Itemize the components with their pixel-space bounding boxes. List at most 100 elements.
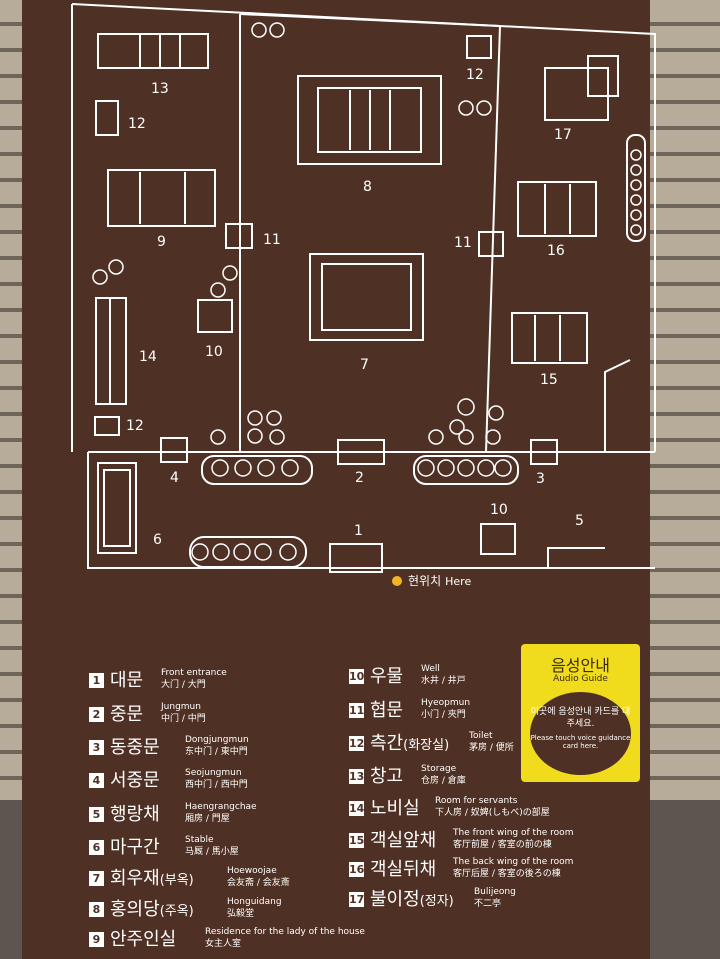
- legend-chinese: 不二亭: [474, 899, 502, 909]
- side-corridor: [604, 359, 631, 452]
- map-label-12c: 12: [466, 67, 484, 83]
- legend-number: 14: [349, 801, 365, 816]
- legend-korean: 측간: [370, 733, 404, 754]
- map-label-14: 14: [139, 349, 157, 365]
- legend-english: Hoewoojae: [227, 866, 277, 876]
- here-label-en: Here: [445, 575, 472, 588]
- legend-korean: 동중문: [110, 737, 160, 758]
- legend-number: 3: [89, 740, 104, 755]
- gate-11-left: [225, 223, 253, 249]
- well-10-outline: [197, 299, 233, 333]
- well-10b-outline: [480, 523, 516, 555]
- legend-korean: 안주인실: [110, 929, 177, 950]
- audio-guide-touch-area[interactable]: 이곳에 음성안내 카드를 대 주세요. Please touch voice g…: [530, 692, 631, 775]
- legend-korean: 불이정: [370, 889, 420, 910]
- legend-korean: 중문: [110, 704, 144, 725]
- map-label-2: 2: [355, 470, 364, 486]
- legend-korean: 협문: [370, 700, 404, 721]
- planter-front: [189, 536, 307, 568]
- legend-korean-paren: (주옥): [159, 904, 194, 919]
- legend-chinese: 仓房 / 倉庫: [421, 776, 466, 786]
- legend-chinese: 水井 / 井戸: [421, 676, 466, 686]
- legend-number: 8: [89, 902, 104, 917]
- legend-english: Dongjungmun: [185, 735, 249, 745]
- planter-right: [413, 455, 519, 485]
- audio-guide-instruction-en: Please touch voice guidance card here.: [530, 734, 631, 750]
- legend-korean: 대문: [110, 670, 144, 691]
- map-label-3: 3: [536, 471, 545, 487]
- legend-number: 9: [89, 932, 104, 947]
- legend-english: Residence for the lady of the house: [205, 927, 365, 937]
- legend-english: Jungmun: [161, 702, 201, 712]
- legend-chinese: 客厅前屋 / 客室の前の棟: [453, 840, 552, 850]
- legend-chinese: 会友斋 / 会友斎: [227, 878, 290, 888]
- legend-number: 6: [89, 840, 104, 855]
- front-wall: [87, 452, 655, 569]
- legend-korean: 회우재: [110, 868, 160, 889]
- building-9-outline: [107, 169, 216, 227]
- sign-board: [22, 0, 650, 959]
- building-5-outline: [547, 547, 605, 568]
- map-label-13: 13: [151, 81, 169, 97]
- legend-chinese: 茅房 / 便所: [469, 743, 514, 753]
- legend-korean-paren: (화장실): [403, 738, 450, 753]
- gate-11-right: [478, 231, 504, 257]
- audio-guide-title-ko: 음성안내: [551, 656, 610, 675]
- legend-number: 7: [89, 871, 104, 886]
- legend-english: Stable: [185, 835, 214, 845]
- legend-number: 13: [349, 769, 365, 784]
- legend-number: 11: [349, 703, 365, 718]
- building-12-left-bottom-outline: [94, 416, 120, 436]
- legend-number: 2: [89, 707, 104, 722]
- legend-number: 1: [89, 673, 104, 688]
- legend-english: Bulijeong: [474, 887, 516, 897]
- legend-number: 15: [349, 833, 365, 848]
- legend-chinese: 大门 / 大門: [161, 680, 206, 690]
- legend-korean: 서중문: [110, 770, 160, 791]
- map-label-8: 8: [363, 179, 372, 195]
- building-12-left-top-outline: [95, 100, 119, 136]
- wall-right-court: [485, 25, 501, 453]
- map-label-17: 17: [554, 127, 572, 143]
- legend-korean-paren: (부옥): [159, 873, 194, 888]
- gate-1: [329, 543, 383, 573]
- legend-english: Seojungmun: [185, 768, 242, 778]
- legend-korean: 마구간: [110, 837, 160, 858]
- legend-korean-paren: (정자): [419, 894, 454, 909]
- building-6-outline: [97, 462, 137, 554]
- legend-chinese: 弘毅堂: [227, 909, 255, 919]
- map-label-6: 6: [153, 532, 162, 548]
- audio-guide-card-reader[interactable]: 음성안내 Audio Guide 이곳에 음성안내 카드를 대 주세요. Ple…: [521, 644, 640, 782]
- legend-chinese: 小门 / 夾門: [421, 710, 466, 720]
- map-label-10: 10: [205, 344, 223, 360]
- gate-2: [337, 439, 385, 465]
- legend-english: Hyeopmun: [421, 698, 471, 708]
- map-label-12a: 12: [128, 116, 146, 132]
- building-8-outline: [297, 75, 442, 165]
- map-label-10b: 10: [490, 502, 508, 518]
- map-label-5: 5: [575, 513, 584, 529]
- gate-4: [160, 437, 188, 463]
- legend-chinese: 西中门 / 西中門: [185, 780, 248, 790]
- legend-number: 10: [349, 669, 365, 684]
- legend-korean: 행랑채: [110, 804, 160, 825]
- legend-english: Storage: [421, 764, 457, 774]
- building-13-outline: [97, 33, 209, 69]
- wall-top-inner: [239, 13, 501, 27]
- legend-korean: 객실앞채: [370, 830, 437, 851]
- legend-chinese: 马厩 / 馬小屋: [185, 847, 239, 857]
- map-label-7: 7: [360, 357, 369, 373]
- building-7-outline: [309, 253, 424, 341]
- building-17-outline: [544, 67, 609, 121]
- outer-wall-top: [71, 3, 656, 452]
- planter-side: [626, 134, 646, 242]
- legend-english: The back wing of the room: [453, 857, 574, 867]
- legend-number: 4: [89, 773, 104, 788]
- audio-guide-title-en: Audio Guide: [553, 674, 608, 684]
- gate-3: [530, 439, 558, 465]
- audio-guide-instruction-ko: 이곳에 음성안내 카드를 대 주세요.: [530, 707, 631, 729]
- building-12-top-right-outline: [466, 35, 492, 59]
- site-map: [71, 3, 656, 573]
- legend-korean: 창고: [370, 766, 404, 787]
